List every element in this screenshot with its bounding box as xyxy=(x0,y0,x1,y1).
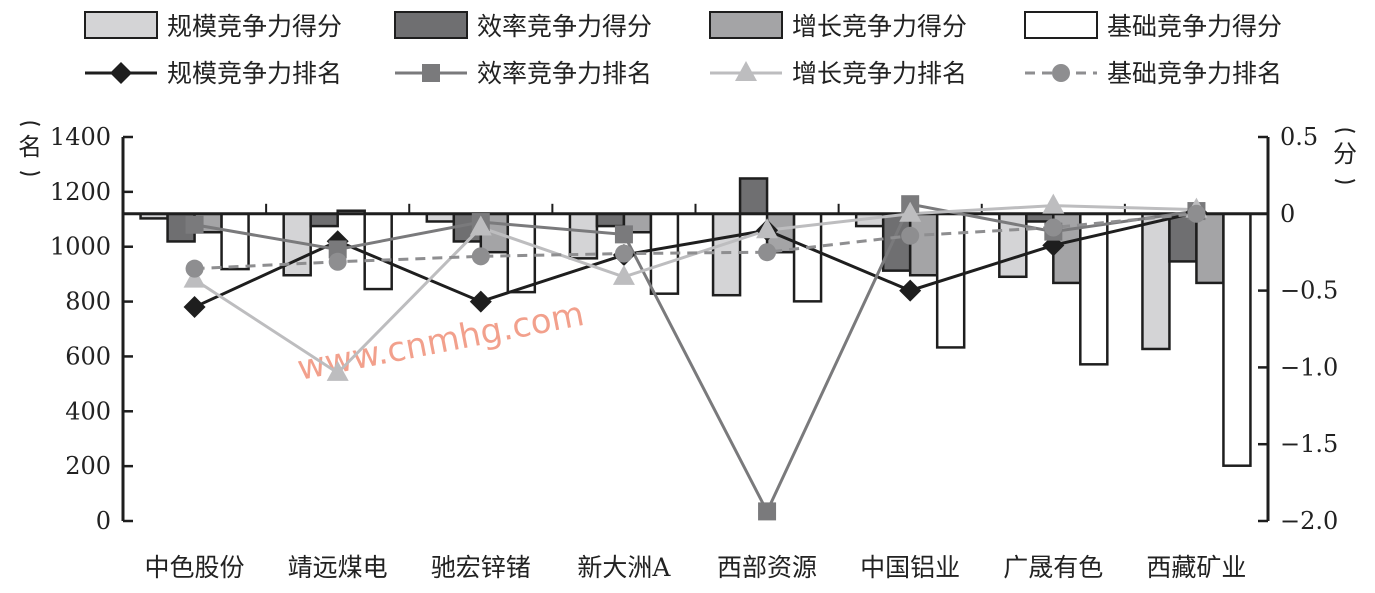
right-tick-label: −0.5 xyxy=(1280,277,1338,305)
square-marker xyxy=(758,502,777,521)
paren-icon xyxy=(1334,179,1356,184)
line-diamond xyxy=(193,210,1197,309)
circle-marker xyxy=(328,252,347,271)
bar-3-6 xyxy=(908,212,939,277)
left-tick-label: 800 xyxy=(65,288,111,316)
legend-label: 基础竞争力排名 xyxy=(1107,59,1282,88)
right-tick-label: 0.5 xyxy=(1280,123,1318,151)
bar-3-8 xyxy=(1195,212,1225,285)
paren-icon xyxy=(19,171,41,176)
legend-label: 增长竞争力排名 xyxy=(792,59,967,88)
category-label: 中色股份 xyxy=(145,553,245,582)
square-marker xyxy=(185,215,204,234)
right-axis-label: 分 xyxy=(1333,140,1357,168)
circle-marker xyxy=(185,259,204,278)
circle-marker xyxy=(1044,218,1063,237)
legend-circle-marker xyxy=(1052,64,1070,82)
left-tick-label: 600 xyxy=(65,342,111,370)
legend-label: 增长竞争力得分 xyxy=(792,12,967,41)
triangle-marker xyxy=(469,215,492,236)
legend-square-marker xyxy=(422,64,440,82)
legend-label: 规模竞争力排名 xyxy=(167,59,342,88)
circle-marker xyxy=(901,226,920,245)
triangle-marker xyxy=(899,201,922,222)
paren-icon xyxy=(1334,128,1356,133)
bar-2-5 xyxy=(738,177,769,216)
bar-1-8 xyxy=(1141,212,1171,351)
triangle-marker xyxy=(326,360,349,381)
circle-marker xyxy=(758,243,777,262)
category-label: 中国铝业 xyxy=(860,553,960,582)
bar-4-2 xyxy=(363,212,393,291)
circle-marker xyxy=(1187,204,1206,223)
legend-label: 规模竞争力得分 xyxy=(167,12,342,41)
legend-label: 效率竞争力排名 xyxy=(477,59,652,88)
category-label: 广晟有色 xyxy=(1003,553,1103,582)
legend-swatch xyxy=(709,11,783,39)
bar-2-4 xyxy=(595,212,626,228)
square-marker xyxy=(614,225,633,244)
left-tick-label: 400 xyxy=(65,397,111,425)
diamond-marker xyxy=(899,279,922,302)
left-axis-label: 名 xyxy=(18,133,42,161)
bar-1-5 xyxy=(711,212,742,297)
diamond-marker xyxy=(469,290,492,313)
category-label: 驰宏锌锗 xyxy=(431,553,531,582)
bar-4-5 xyxy=(792,212,823,303)
triangle-marker xyxy=(756,218,779,239)
right-tick-label: 0 xyxy=(1280,200,1295,228)
right-tick-label: −1.0 xyxy=(1280,353,1338,381)
legend-label: 效率竞争力得分 xyxy=(477,12,652,41)
bar-4-1 xyxy=(220,212,250,271)
category-label: 西部资源 xyxy=(717,553,817,582)
square-marker xyxy=(328,240,347,259)
left-tick-label: 0 xyxy=(96,507,111,535)
category-label: 新大洲A xyxy=(577,553,671,582)
left-tick-label: 1200 xyxy=(50,178,111,206)
triangle-marker xyxy=(612,264,635,285)
legend-swatch xyxy=(84,11,158,39)
left-tick-label: 1000 xyxy=(50,233,111,261)
legend-label: 基础竞争力得分 xyxy=(1107,12,1282,41)
paren-icon xyxy=(19,121,41,126)
legend-swatch xyxy=(394,11,468,39)
circle-marker xyxy=(471,247,490,266)
right-tick-label: −1.5 xyxy=(1280,430,1338,458)
legend-triangle-marker xyxy=(735,61,757,81)
line-circle xyxy=(194,212,1197,271)
bar-4-8 xyxy=(1222,212,1252,467)
legend-swatch xyxy=(1024,11,1098,39)
left-tick-label: 200 xyxy=(65,452,111,480)
bar-1-4 xyxy=(568,212,599,260)
legend-diamond-marker xyxy=(110,62,132,84)
line-square xyxy=(194,202,1197,515)
circle-marker xyxy=(614,244,633,263)
triangle-marker xyxy=(1042,193,1065,214)
right-tick-label: −2.0 xyxy=(1280,507,1338,535)
category-label: 西藏矿业 xyxy=(1146,553,1246,582)
diamond-marker xyxy=(183,296,206,319)
left-tick-label: 1400 xyxy=(50,123,111,151)
bar-2-2 xyxy=(309,212,339,228)
category-label: 靖远煤电 xyxy=(288,553,388,582)
